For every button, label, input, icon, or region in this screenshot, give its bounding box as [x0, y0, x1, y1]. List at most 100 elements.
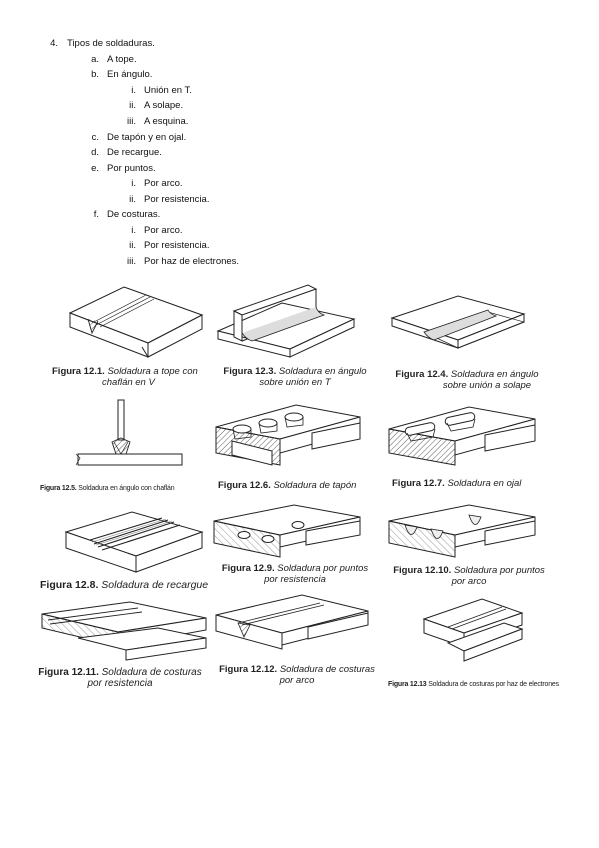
outline-marker: e. — [91, 163, 99, 174]
outline-text: Por arco. — [144, 225, 183, 236]
figure-12-8-drawing — [62, 510, 207, 578]
outline-text: Tipos de soldaduras. — [67, 38, 155, 49]
figure-title-line2: chaflán en V — [102, 377, 155, 388]
outline-marker: i. — [131, 85, 136, 96]
figure-12-10-drawing — [385, 503, 540, 565]
figure-number: Figura 12.11. — [38, 667, 99, 678]
outline-marker: i. — [131, 225, 136, 236]
outline-item-d: d. De recargue. — [85, 145, 162, 161]
figure-12-12-caption: Figura 12.12. Soldadura de costuras por … — [212, 664, 382, 686]
figure-12-10-caption: Figura 12.10. Soldadura por puntos por a… — [384, 565, 554, 587]
figure-number: Figura 12.7. — [392, 478, 445, 489]
outline-marker: b. — [91, 69, 99, 80]
figure-12-9-drawing — [210, 503, 365, 565]
figure-12-6-drawing — [212, 403, 362, 473]
outline-marker: c. — [91, 132, 99, 143]
outline-text: De costuras. — [107, 209, 161, 220]
figure-title-line2: por resistencia — [264, 574, 326, 585]
outline-marker: ii. — [129, 194, 136, 205]
outline-item-e-i: i. Por arco. — [122, 176, 183, 192]
figure-number: Figura 12.1. — [52, 366, 105, 377]
figure-title-line2: por arco — [279, 675, 315, 686]
figure-12-13-drawing — [418, 595, 528, 665]
figure-title: Soldadura en ojal — [447, 478, 522, 489]
figure-title-line2: por resistencia — [87, 678, 153, 689]
figure-12-7-caption: Figura 12.7. Soldadura en ojal — [392, 478, 552, 489]
figure-12-11-caption: Figura 12.11. Soldadura de costuras por … — [30, 667, 210, 689]
figure-12-13-caption: Figura 12.13 Soldadura de costuras por h… — [388, 679, 568, 690]
figure-number: Figura 12.4. — [395, 369, 449, 380]
outline-item-a: a. A tope. — [85, 52, 137, 68]
figure-12-3-drawing — [212, 283, 362, 363]
figure-number: Figura 12.3. — [223, 366, 277, 377]
figure-12-4-caption: Figura 12.4. Soldadura en ángulo sobre u… — [382, 369, 552, 391]
outline-text: Por resistencia. — [144, 194, 210, 205]
figure-number: Figura 12.6. — [218, 480, 271, 491]
outline-text: De recargue. — [107, 147, 162, 158]
figure-12-3-caption: Figura 12.3. Soldadura en ángulo sobre u… — [210, 366, 380, 388]
outline-item-e: e. Por puntos. — [85, 161, 156, 177]
outline-marker: i. — [131, 178, 136, 189]
figure-12-7-drawing — [385, 405, 540, 475]
outline-item-b: b. En ángulo. — [85, 67, 152, 83]
outline-marker: f. — [93, 209, 99, 220]
outline-text: A esquina. — [144, 116, 189, 127]
outline-item-c: c. De tapón y en ojal. — [85, 130, 187, 146]
outline-text: Por haz de electrones. — [144, 256, 240, 267]
outline-item-b-ii: ii. A solape. — [122, 98, 183, 114]
figure-title: Soldadura por puntos — [453, 565, 545, 576]
figure-title-line2: sobre unión a solape — [442, 380, 532, 391]
figure-number: Figura 12.8. — [40, 579, 99, 591]
outline-item-f-i: i. Por arco. — [122, 223, 183, 239]
outline-item-b-i: i. Unión en T. — [122, 83, 192, 99]
outline-text: Por puntos. — [107, 163, 156, 174]
outline-marker: d. — [91, 147, 99, 158]
outline-marker: iii. — [127, 116, 136, 127]
outline-item-f-ii: ii. Por resistencia. — [122, 238, 209, 254]
figure-12-11-drawing — [38, 600, 210, 662]
figure-number: Figura 12.10. — [393, 565, 452, 576]
outline-item-f: f. De costuras. — [85, 207, 161, 223]
figure-number: Figura 12.12. — [219, 664, 278, 675]
outline-item-e-ii: ii. Por resistencia. — [122, 192, 209, 208]
outline-item-f-iii: iii. Por haz de electrones. — [122, 254, 239, 270]
figure-12-5-caption: Figura 12.5. Soldadura en ángulo con cha… — [40, 483, 220, 494]
figure-number: Figura 12.5. — [40, 485, 77, 492]
outline-marker: iii. — [127, 256, 136, 267]
outline-text: A tope. — [107, 54, 137, 65]
outline-text: A solape. — [144, 100, 184, 111]
figure-12-12-drawing — [212, 593, 372, 658]
figure-12-9-caption: Figura 12.9. Soldadura por puntos por re… — [210, 563, 380, 585]
outline-text: Por resistencia. — [144, 240, 210, 251]
outline-item-4: 4. Tipos de soldaduras. — [44, 36, 155, 52]
figure-title: Soldadura en ángulo — [450, 369, 539, 380]
outline-text: Por arco. — [144, 178, 183, 189]
figure-title-line2: sobre unión en T — [259, 377, 331, 388]
figure-title: Soldadura en ángulo — [278, 366, 367, 377]
outline-marker: ii. — [129, 100, 136, 111]
figure-title: Soldadura por puntos — [277, 563, 369, 574]
figure-number: Figura 12.13 — [388, 681, 427, 688]
figure-12-1-drawing — [62, 285, 212, 360]
figure-title: Soldadura de recargue — [101, 579, 209, 591]
figure-title: Soldadura de costuras — [279, 664, 375, 675]
figure-12-8-caption: Figura 12.8. Soldadura de recargue — [40, 580, 220, 591]
outline-text: De tapón y en ojal. — [107, 132, 187, 143]
outline-text: En ángulo. — [107, 69, 153, 80]
figure-12-1-caption: Figura 12.1. Soldadura a tope con chaflá… — [52, 366, 210, 388]
figure-12-5-drawing — [74, 398, 186, 473]
figure-title: Soldadura de tapón — [273, 480, 357, 491]
figure-12-6-caption: Figura 12.6. Soldadura de tapón — [218, 480, 378, 491]
outline-marker: ii. — [129, 240, 136, 251]
figure-title: Soldadura de costuras — [101, 667, 202, 678]
outline-text: Unión en T. — [144, 85, 192, 96]
figure-title-line2: por arco — [451, 576, 487, 587]
figure-12-4-drawing — [388, 292, 528, 357]
figure-title: Soldadura a tope con — [107, 366, 198, 377]
figure-number: Figura 12.9. — [221, 563, 275, 574]
outline-item-b-iii: iii. A esquina. — [122, 114, 188, 130]
figure-title: Soldadura en ángulo con chaflán — [78, 485, 175, 492]
outline-marker: 4. — [50, 38, 58, 49]
outline-marker: a. — [91, 54, 99, 65]
figure-title: Soldadura de costuras por haz de electro… — [428, 681, 559, 688]
